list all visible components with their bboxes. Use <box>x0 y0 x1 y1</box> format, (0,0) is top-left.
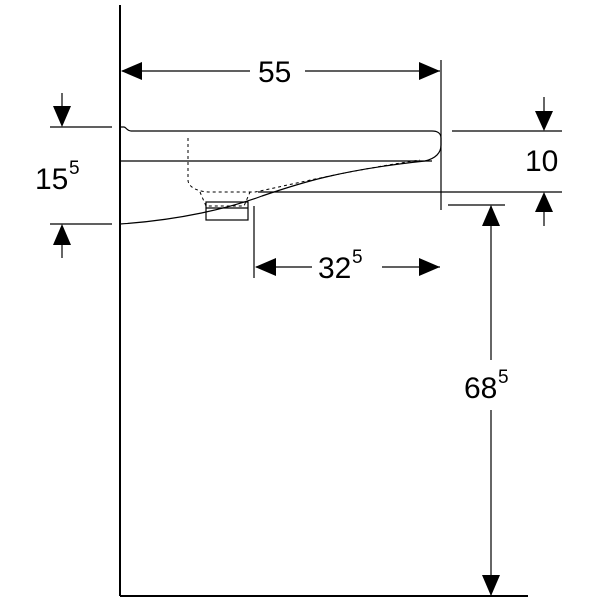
arrow-up-icon <box>53 224 71 245</box>
dim-label-68: 68 <box>464 372 497 405</box>
dim-label-68-superscript: 5 <box>498 367 509 388</box>
arrow-up-icon <box>482 205 500 226</box>
drain-hidden <box>199 191 251 207</box>
dimension-68-5: 68 5 <box>448 204 509 596</box>
arrow-left-icon <box>121 62 142 80</box>
basin-body <box>119 126 442 225</box>
dim-label-15: 15 <box>35 163 68 196</box>
dim-label-32-superscript: 5 <box>352 247 363 268</box>
dim-label-10: 10 <box>525 145 558 178</box>
dim-label-32: 32 <box>318 252 351 285</box>
arrow-left-icon <box>255 258 276 276</box>
arrow-right-icon <box>419 258 440 276</box>
dimension-32-5: 32 5 <box>253 206 440 285</box>
basin-bowl-hidden <box>187 138 421 193</box>
dim-label-15-superscript: 5 <box>69 158 80 179</box>
basin-outline <box>119 126 442 225</box>
arrow-down-icon <box>482 575 500 596</box>
dim-label-55: 55 <box>258 56 291 89</box>
arrow-down-icon <box>535 111 553 131</box>
drain-outlet <box>205 201 249 221</box>
arrow-up-icon <box>535 192 553 212</box>
dimension-15-5: 15 5 <box>35 93 112 258</box>
arrow-right-icon <box>419 62 440 80</box>
dimension-55: 55 <box>121 56 442 210</box>
arrow-down-icon <box>53 106 71 127</box>
dimension-10: 10 <box>258 97 562 226</box>
